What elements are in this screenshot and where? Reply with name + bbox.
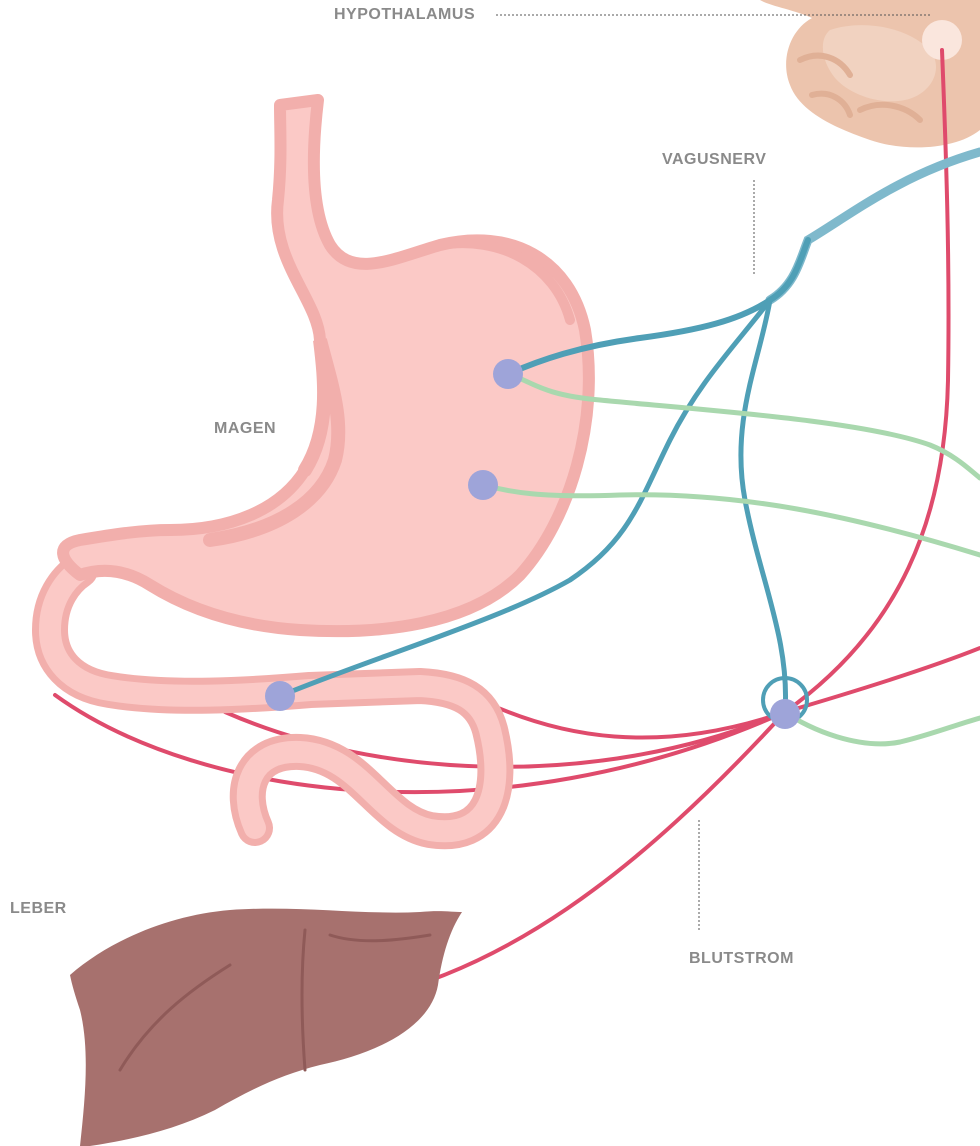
- vessel-to-hypothalamus: [785, 50, 949, 712]
- vessel-right: [785, 648, 980, 712]
- leber-label: LEBER: [10, 900, 67, 918]
- blutstrom-label: BLUTSTROM: [689, 950, 794, 968]
- hypothalamus-label: HYPOTHALAMUS: [334, 6, 475, 24]
- receptor-junction: [770, 699, 800, 729]
- vagusnerv-label: VAGUSNERV: [662, 151, 766, 169]
- receptor-duodenum: [265, 681, 295, 711]
- magen-label: MAGEN: [214, 420, 276, 438]
- receptor-stomach-lower: [468, 470, 498, 500]
- receptor-stomach-upper: [493, 359, 523, 389]
- liver-illustration: [70, 909, 462, 1146]
- stomach-illustration: [50, 100, 589, 831]
- brain-illustration: [760, 0, 980, 147]
